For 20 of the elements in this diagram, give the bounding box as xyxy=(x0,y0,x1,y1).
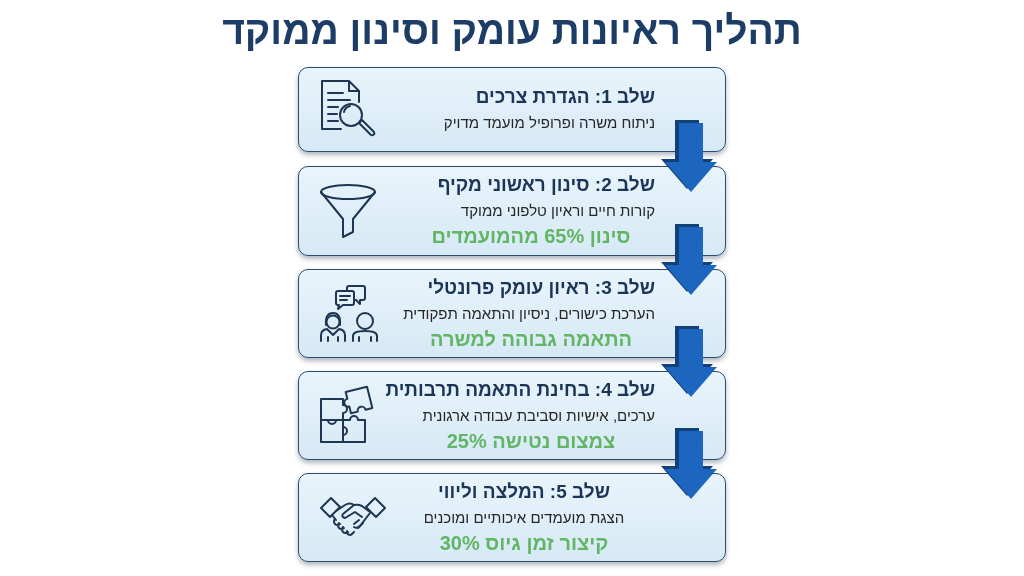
step-description: ערכים, אישיות וסביבת עבודה ארגונית xyxy=(422,405,655,426)
step-title: שלב 3: ראיון עומק פרונטלי xyxy=(427,275,655,300)
step-description: קורות חיים וראיון טלפוני ממוקד xyxy=(460,201,655,221)
step-title: שלב 5: המלצה וליווי xyxy=(438,479,610,504)
step-title: שלב 2: סינון ראשוני מקיף xyxy=(437,173,655,197)
title: תהליך ראיונות עומק וסינון ממוקד xyxy=(222,8,802,54)
result-metric: צמצום נטישה 25% xyxy=(446,428,616,454)
step-box xyxy=(298,166,726,256)
step-title: שלב 1: הגדרת צרכים xyxy=(475,85,655,109)
step-box xyxy=(298,473,726,562)
result-metric: קיצור זמן גיוס 30% xyxy=(439,530,609,556)
step-box xyxy=(298,67,726,152)
result-metric: התאמה גבוהה למשרה xyxy=(430,326,632,352)
step-description: הצגת מועמדים איכותיים ומוכנים xyxy=(423,507,625,528)
step-description: ניתוח משרה ופרופיל מועמד מדויק xyxy=(443,113,655,133)
step-box xyxy=(298,371,726,460)
step-title: שלב 4: בחינת התאמה תרבותית xyxy=(385,377,655,402)
step-description: הערכת כישורים, ניסיון והתאמה תפקודית xyxy=(403,303,655,324)
result-metric: סינון 65% מהמועמדים xyxy=(431,224,631,249)
step-box xyxy=(298,269,726,358)
